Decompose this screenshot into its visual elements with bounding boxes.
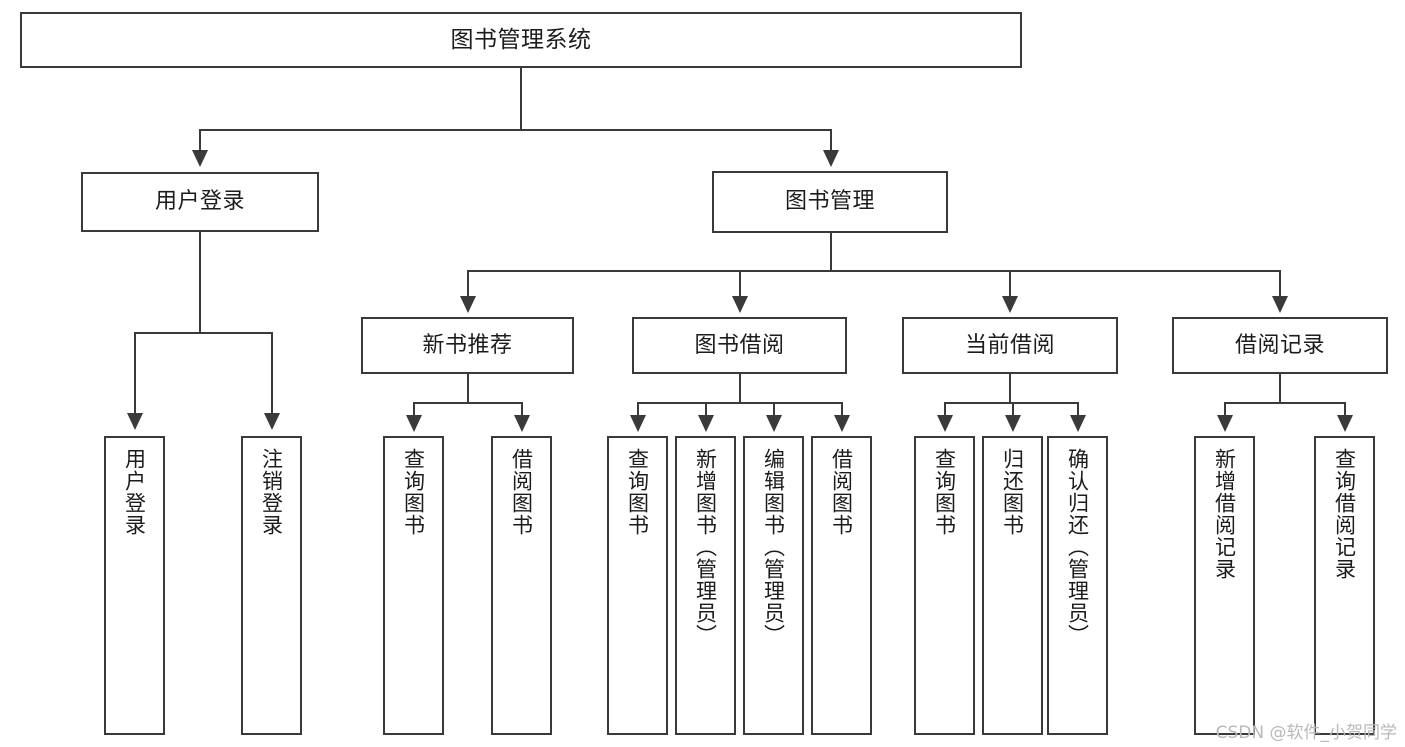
node-label: 新书推荐 (422, 332, 513, 358)
arrow-current-c1 (937, 415, 953, 432)
node-label: 注销登录 (259, 448, 284, 536)
arrow-borrow-c4 (834, 415, 850, 432)
arrow-new-book-c1 (406, 415, 422, 432)
connector-to-user-login (199, 129, 201, 151)
node-label: 归还图书 (1000, 448, 1025, 536)
leaf-query-book-new[interactable]: 查询图书 (383, 436, 444, 735)
connector-level3-bus (467, 270, 1280, 272)
arrow-user-login-child2 (264, 413, 280, 430)
connector-current-c2 (1012, 402, 1014, 416)
connector-user-login-stem (199, 232, 201, 333)
leaf-edit-book-admin[interactable]: 编辑图书（管理员） (743, 436, 804, 735)
connector-borrow-bus (637, 402, 843, 404)
connector-user-login-bus (134, 332, 272, 334)
arrow-current-c2 (1005, 415, 1021, 432)
node-label: 借阅记录 (1234, 332, 1325, 358)
arrow-to-new-book (460, 296, 476, 313)
arrow-to-borrow (732, 296, 748, 313)
connector-current-stem (1009, 374, 1011, 403)
node-label: 确认归还（管理员） (1065, 448, 1090, 646)
connector-borrow-stem (739, 374, 741, 403)
leaf-confirm-return-admin[interactable]: 确认归还（管理员） (1047, 436, 1108, 735)
node-label: 借阅图书 (509, 448, 534, 536)
arrow-borrow-c1 (630, 415, 646, 432)
connector-borrow-c4 (841, 402, 843, 416)
node-user-login[interactable]: 用户登录 (81, 172, 319, 232)
node-label: 当前借阅 (964, 332, 1055, 358)
connector-new-book-stem (467, 374, 469, 403)
leaf-borrow-book[interactable]: 借阅图书 (811, 436, 872, 735)
leaf-return-book[interactable]: 归还图书 (982, 436, 1043, 735)
connector-book-manage-stem (830, 233, 832, 271)
connector-current-c1 (944, 402, 946, 416)
connector-borrow-c3 (773, 402, 775, 416)
arrow-user-login-child1 (127, 413, 143, 430)
connector-record-bus (1224, 402, 1346, 404)
connector-user-login-child2 (271, 332, 273, 414)
node-book-management[interactable]: 图书管理 (712, 171, 948, 233)
connector-borrow-c1 (637, 402, 639, 416)
arrow-to-current (1002, 296, 1018, 313)
leaf-add-book-admin[interactable]: 新增图书（管理员） (675, 436, 736, 735)
arrow-to-user-login (192, 150, 208, 167)
arrow-borrow-c2 (698, 415, 714, 432)
connector-new-book-bus (413, 402, 523, 404)
node-label: 图书管理系统 (450, 26, 592, 53)
node-new-book-recommend[interactable]: 新书推荐 (361, 317, 574, 374)
connector-to-borrow (739, 270, 741, 297)
arrow-to-record (1272, 296, 1288, 313)
csdn-watermark: CSDN @软件_小贺同学 (1215, 723, 1397, 743)
node-label: 图书管理 (784, 189, 875, 215)
leaf-query-borrow-record[interactable]: 查询借阅记录 (1314, 436, 1375, 735)
connector-borrow-c2 (705, 402, 707, 416)
node-label: 图书借阅 (694, 332, 785, 358)
arrow-current-c3 (1070, 415, 1086, 432)
connector-record-stem (1279, 374, 1281, 403)
node-label: 新增图书（管理员） (693, 448, 718, 646)
node-label: 查询借阅记录 (1332, 448, 1357, 580)
node-label: 编辑图书（管理员） (761, 448, 786, 646)
node-current-borrow[interactable]: 当前借阅 (902, 317, 1118, 374)
node-borrow-record[interactable]: 借阅记录 (1172, 317, 1388, 374)
arrow-to-book-manage (823, 150, 839, 167)
node-root-book-management-system[interactable]: 图书管理系统 (20, 12, 1022, 68)
arrow-record-c2 (1337, 415, 1353, 432)
connector-to-book-manage (830, 129, 832, 151)
leaf-add-borrow-record[interactable]: 新增借阅记录 (1194, 436, 1255, 735)
connector-to-current (1009, 270, 1011, 297)
connector-current-bus (944, 402, 1078, 404)
connector-record-c1 (1224, 402, 1226, 416)
node-label: 借阅图书 (829, 448, 854, 536)
node-label: 查询图书 (401, 448, 426, 536)
connector-record-c2 (1344, 402, 1346, 416)
connector-current-c3 (1077, 402, 1079, 416)
node-book-borrow[interactable]: 图书借阅 (632, 317, 847, 374)
arrow-borrow-c3 (766, 415, 782, 432)
node-label: 用户登录 (154, 189, 245, 215)
leaf-query-book-borrow[interactable]: 查询图书 (607, 436, 668, 735)
connector-root-stem (520, 68, 522, 130)
leaf-logout[interactable]: 注销登录 (241, 436, 302, 735)
arrow-record-c1 (1217, 415, 1233, 432)
connector-user-login-child1 (134, 332, 136, 414)
node-label: 用户登录 (122, 448, 147, 536)
connector-new-book-c1 (413, 402, 415, 416)
arrow-new-book-c2 (514, 415, 530, 432)
connector-level2-bus (199, 129, 832, 131)
leaf-borrow-book-new[interactable]: 借阅图书 (491, 436, 552, 735)
leaf-query-book-current[interactable]: 查询图书 (914, 436, 975, 735)
leaf-user-login[interactable]: 用户登录 (104, 436, 165, 735)
connector-to-record (1279, 270, 1281, 297)
connector-new-book-c2 (521, 402, 523, 416)
node-label: 查询图书 (625, 448, 650, 536)
node-label: 新增借阅记录 (1212, 448, 1237, 580)
connector-to-new-book (467, 270, 469, 297)
node-label: 查询图书 (932, 448, 957, 536)
